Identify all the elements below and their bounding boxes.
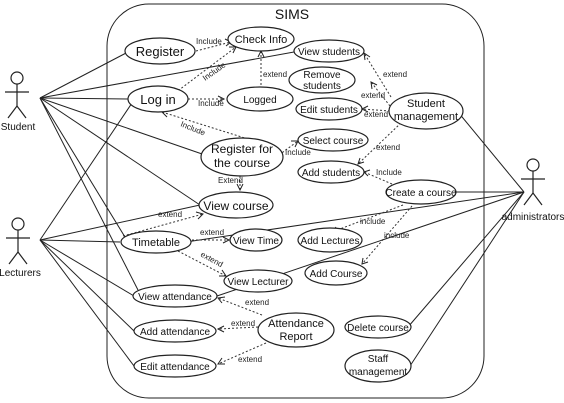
use-case-label: students — [303, 81, 341, 92]
include-label: Include — [196, 37, 222, 46]
use-case-add-lectures[interactable]: Add Lectures — [297, 227, 363, 253]
use-case-add-course[interactable]: Add Course — [304, 260, 368, 286]
extend-label: extend — [200, 228, 224, 237]
use-case-label: View students — [298, 47, 360, 58]
include-label: Include — [285, 148, 311, 157]
use-case-register[interactable]: Register — [124, 37, 196, 65]
use-case-timetable[interactable]: Timetable — [120, 230, 192, 254]
actor-head-icon — [11, 217, 25, 231]
extend-label: extend — [158, 210, 182, 219]
actor-student[interactable]: Student — [1, 71, 36, 133]
system-title: SIMS — [275, 6, 309, 22]
use-case-attendance-report[interactable]: Attendance Report — [257, 312, 335, 348]
system-boundary — [106, 3, 485, 399]
use-case-register-for-course[interactable]: Register for the course — [200, 137, 284, 177]
use-case-label: Edit attendance — [140, 362, 210, 373]
include-label: Include — [198, 99, 224, 108]
include-label: include — [360, 217, 386, 226]
use-case-label: Timetable — [132, 237, 180, 249]
extend-label: extend — [199, 250, 224, 269]
actor-lecturers[interactable]: Lecturers — [0, 217, 41, 279]
actor-head-icon — [526, 158, 540, 172]
use-case-view-time[interactable]: View Time — [229, 228, 283, 252]
use-case-check-info[interactable]: Check Info — [227, 26, 295, 52]
use-case-label: management — [349, 367, 408, 378]
use-case-label: Add Course — [310, 269, 363, 280]
use-case-edit-attendance[interactable]: Edit attendance — [133, 354, 217, 378]
use-case-staff-management[interactable]: Staff management — [344, 349, 412, 383]
use-case-label: Attendance — [268, 318, 324, 330]
use-case-label: Add Lectures — [301, 236, 360, 247]
use-case-label: Select course — [303, 136, 364, 147]
actor-administrators[interactable]: administrators — [502, 158, 564, 223]
actor-label: Student — [1, 122, 36, 133]
use-case-label: Add students — [302, 168, 360, 179]
include-label: include — [384, 231, 410, 240]
use-case-view-attendance[interactable]: View attendance — [132, 284, 218, 308]
extend-label: extend — [383, 70, 407, 79]
extend-label: extend — [263, 70, 287, 79]
actor-label: administrators — [502, 212, 564, 223]
include-label: Include — [376, 168, 402, 177]
use-case-create-course[interactable]: Create a course — [385, 179, 457, 205]
extend-label: extend — [376, 143, 400, 152]
use-case-label: Check Info — [235, 34, 288, 46]
use-case-label: management — [394, 111, 458, 123]
extend-label: extend — [245, 298, 269, 307]
use-case-label: Register for — [211, 142, 273, 156]
use-case-add-students[interactable]: Add students — [297, 160, 365, 184]
use-case-label: Staff — [368, 354, 389, 365]
relation-labels: Include Include Include extend Include I… — [158, 37, 410, 364]
use-case-label: Edit students — [300, 105, 358, 116]
use-case-view-lecturer[interactable]: View Lecturer — [223, 269, 293, 293]
extend-label: extend — [231, 319, 255, 328]
use-case-label: Create a course — [385, 188, 457, 199]
use-case-student-management[interactable]: Student management — [388, 92, 464, 130]
extend-label: extend — [364, 110, 388, 119]
use-case-label: Report — [279, 331, 312, 343]
extend-label: extend — [361, 91, 385, 100]
use-case-label: View attendance — [138, 292, 212, 303]
use-case-label: Log in — [140, 92, 175, 107]
use-case-view-course[interactable]: View course — [198, 191, 274, 219]
use-case-select-course[interactable]: Select course — [297, 128, 369, 152]
extend-label: extend — [238, 355, 262, 364]
use-case-delete-course[interactable]: Delete course — [344, 315, 412, 339]
use-case-label: the course — [214, 156, 270, 170]
use-case-label: View Lecturer — [228, 277, 290, 288]
use-case-add-attendance[interactable]: Add attendance — [133, 319, 217, 343]
use-case-label: Student — [407, 98, 445, 110]
use-case-label: Delete course — [347, 323, 409, 334]
use-case-remove-students[interactable]: Remove students — [288, 66, 356, 94]
use-case-label: Logged — [243, 95, 276, 106]
use-case-label: View course — [203, 199, 268, 213]
use-case-label: Register — [136, 44, 185, 59]
use-case-label: Remove — [303, 70, 341, 81]
use-case-logged[interactable]: Logged — [226, 86, 294, 112]
use-case-label: Add attendance — [140, 327, 210, 338]
actor-head-icon — [10, 71, 24, 85]
use-case-view-students[interactable]: View students — [293, 39, 365, 63]
use-case-edit-students[interactable]: Edit students — [295, 97, 363, 121]
actor-label: Lecturers — [0, 268, 41, 279]
use-case-log-in[interactable]: Log in — [127, 85, 189, 113]
use-case-label: View Time — [233, 236, 279, 247]
extend-label: Extend — [218, 176, 243, 185]
